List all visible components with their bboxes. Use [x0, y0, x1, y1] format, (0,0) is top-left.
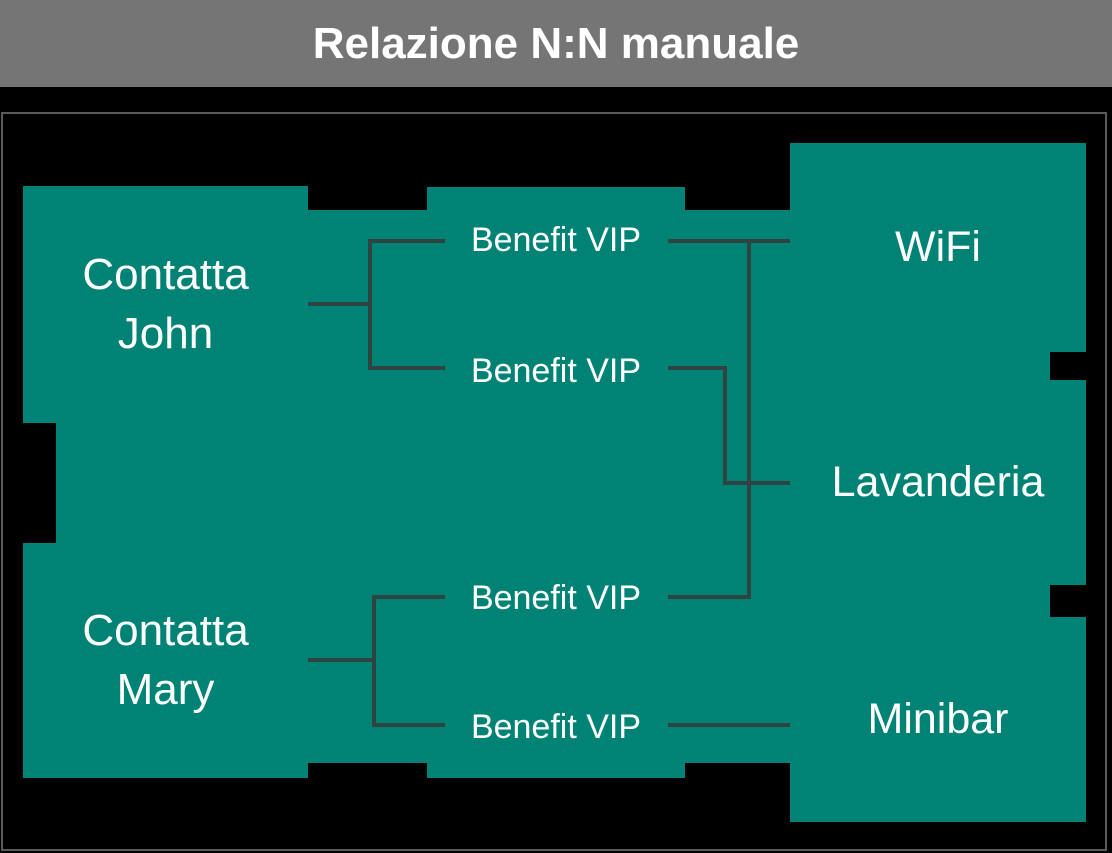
benefit-vip-label-4: Benefit VIP: [470, 708, 642, 746]
connector-lavanderia: [723, 481, 790, 485]
connector-benefit3-left: [376, 595, 445, 599]
connector-benefit2-left: [372, 366, 445, 370]
wifi-box: [790, 143, 1086, 352]
connector-benefit4-minibar: [668, 723, 790, 727]
wifi-label: WiFi: [895, 223, 981, 271]
benefit-vip-label-3: Benefit VIP: [470, 579, 642, 617]
connector-benefit4-left: [376, 723, 445, 727]
connector-john-vertical: [368, 239, 372, 370]
connector-mary-vertical: [372, 595, 376, 727]
contact-mary-line2: Mary: [116, 664, 215, 714]
lavanderia-label: Lavanderia: [831, 458, 1045, 506]
connector-benefit2-right: [668, 366, 727, 370]
page-title: Relazione N:N manuale: [312, 18, 800, 68]
contact-mary-box: [23, 543, 308, 778]
intersect-column-box: [427, 187, 685, 778]
connector-benefit1-left: [372, 239, 445, 243]
connector-john-stub: [308, 302, 372, 306]
contact-john-box: [23, 186, 308, 423]
connector-benefit3-right: [668, 595, 751, 599]
benefit-vip-label-2: Benefit VIP: [470, 352, 642, 390]
contact-mary-line1: Contatta: [82, 605, 249, 655]
connector-mary-stub: [308, 658, 374, 662]
connector-vertical-benefit3-wifi: [747, 239, 751, 599]
contact-mary-label: Contatta Mary: [23, 543, 308, 778]
minibar-box: [790, 617, 1086, 822]
minibar-label: Minibar: [867, 695, 1009, 743]
connector-benefit1-wifi: [668, 239, 790, 243]
contact-john-line1: Contatta: [82, 249, 249, 299]
title-bar: Relazione N:N manuale: [0, 0, 1112, 87]
benefit-vip-label-1: Benefit VIP: [470, 221, 642, 259]
connector-vertical-benefit2-lavanderia: [723, 366, 727, 485]
contact-john-line2: John: [117, 308, 214, 358]
contact-john-label: Contatta John: [23, 186, 308, 423]
lavanderia-box: [790, 380, 1086, 585]
